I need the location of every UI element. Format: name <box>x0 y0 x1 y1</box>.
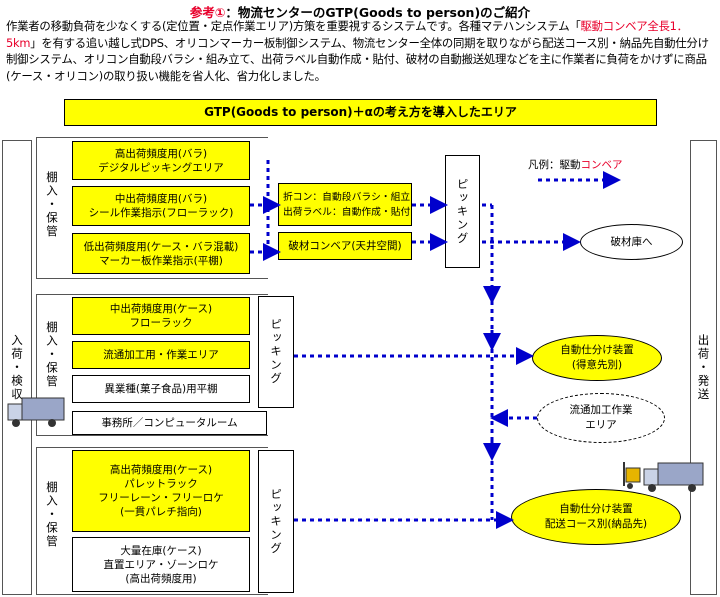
receiving-bar: 入荷・検収 <box>2 140 32 595</box>
zone-1-label: 棚入・保管 <box>45 171 59 239</box>
sorter-customer: 自動仕分け装置(得意先別) <box>532 335 662 381</box>
flow-rack-case-area: 中出荷頻度用(ケース)フローラック <box>72 297 250 335</box>
office-computer-room: 事務所／コンピュータルーム <box>72 411 267 435</box>
zone-2-label: 棚入・保管 <box>45 321 59 389</box>
processing-area-ellipse: 流通加工作業エリア <box>537 393 665 443</box>
intro-text: 作業者の移動負荷を少なくする(定位置・定点作業エリア)方策を重要視するシステムで… <box>6 19 709 83</box>
zone-3-label: 棚入・保管 <box>45 481 59 549</box>
bulk-storage-area: 大量在庫(ケース)直置エリア・ゾーンロケ(高出荷頻度用) <box>72 537 250 592</box>
gtp-area-banner: GTP(Goods to person)＋αの考え方を導入したエリア <box>64 99 657 126</box>
waste-conveyor-box: 破材コンベア(天井空間) <box>278 232 412 260</box>
marker-board-area: 低出荷頻度用(ケース・バラ混載)マーカー板作業指示(平棚) <box>72 233 250 274</box>
digital-picking-area: 高出荷頻度用(バラ)デジタルピッキングエリア <box>72 141 250 180</box>
page-title: 参考①：物流センターのGTP(Goods to person)のご紹介 <box>189 5 531 20</box>
shipping-bar: 出荷・発送 <box>690 140 717 595</box>
picking-station-3: ピッキング <box>258 450 294 593</box>
picking-station-2: ピッキング <box>258 296 294 408</box>
sorter-route: 自動仕分け装置配送コース別(納品先) <box>511 489 681 545</box>
truck-left-icon <box>7 397 65 427</box>
truck-right-icon <box>643 462 704 492</box>
processing-work-area: 流通加工用・作業エリア <box>72 341 250 369</box>
conveyor-length-highlight: 駆動コンベア全長1．5km <box>6 19 688 50</box>
pallet-rack-area: 高出荷頻度用(ケース)パレットラックフリーレーン・フリーロケ(一貫パレチ指向) <box>72 450 250 532</box>
auto-unstack-label-box: 折コン：自動段バラシ・組立出荷ラベル：自動作成・貼付 <box>278 183 412 226</box>
legend-text: 凡例：駆動コンベア <box>528 159 623 171</box>
seal-instruction-area: 中出荷頻度用(バラ)シール作業指示(フローラック) <box>72 186 250 226</box>
picking-station-1: ピッキング <box>445 155 480 268</box>
forklift-icon <box>623 462 641 489</box>
confectionery-shelf: 異業種(菓子食品)用平棚 <box>72 375 250 403</box>
